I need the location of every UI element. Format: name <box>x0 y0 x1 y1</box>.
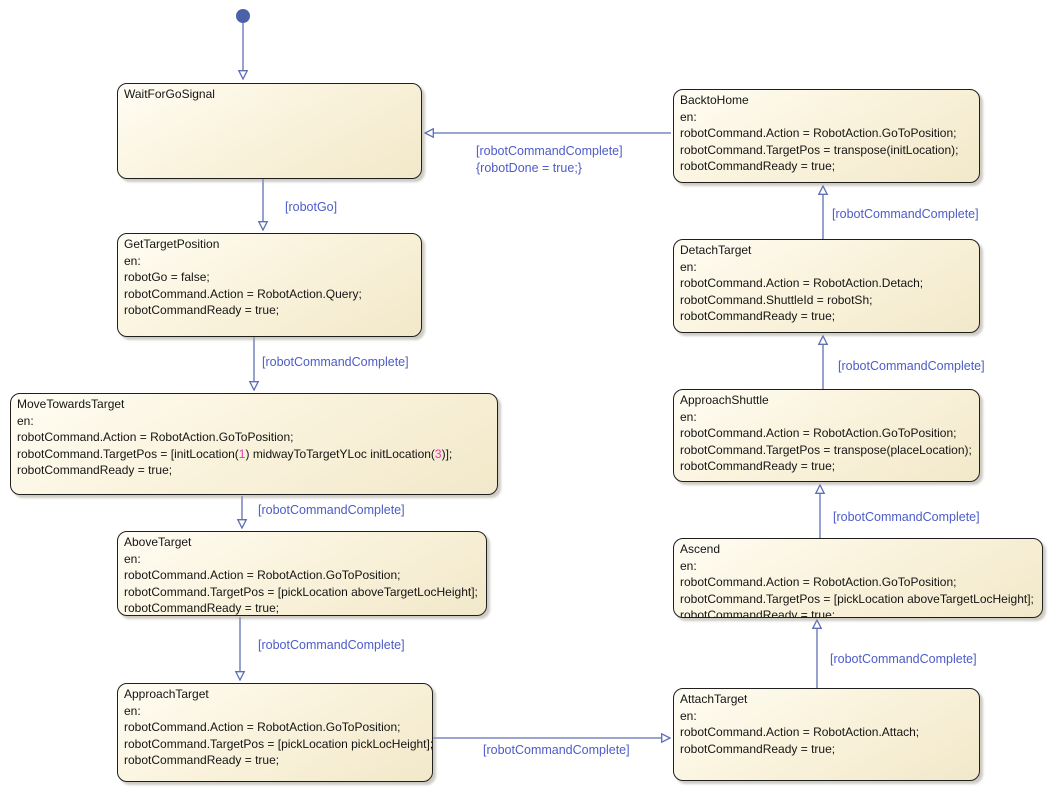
state-title: GetTargetPosition <box>124 237 220 251</box>
numeric-literal: 3 <box>434 446 442 461</box>
state-code-line: robotCommand.TargetPos = [initLocation(1… <box>17 446 453 461</box>
state-ascend[interactable]: Ascend en: robotCommand.Action = RobotAc… <box>673 538 1043 618</box>
state-code-line: en: <box>680 259 697 274</box>
transition-label[interactable]: [robotCommandComplete] <box>258 638 405 652</box>
state-title: BacktoHome <box>680 93 749 107</box>
state-code-line: robotCommandReady = true; <box>124 753 280 767</box>
state-code-line: robotCommand.Action = RobotAction.GoToPo… <box>124 720 401 734</box>
state-code-line: robotGo = false; <box>124 270 210 284</box>
state-code-line: en: <box>680 708 697 723</box>
state-approachshuttle[interactable]: ApproachShuttle en: robotCommand.Action … <box>673 389 980 482</box>
state-waitforgosignal[interactable]: WaitForGoSignal <box>117 83 422 179</box>
state-title: MoveTowardsTarget <box>17 397 125 411</box>
state-code-line: robotCommand.ShuttleId = robotSh; <box>680 292 873 307</box>
state-code-line: en: <box>17 413 34 428</box>
state-code-line: robotCommand.Action = RobotAction.GoToPo… <box>680 575 957 589</box>
state-code-line: robotCommandReady = true; <box>124 303 280 317</box>
state-movetowardstarget[interactable]: MoveTowardsTarget en: robotCommand.Actio… <box>10 393 498 495</box>
state-code-line: robotCommandReady = true; <box>680 741 836 756</box>
state-title: AttachTarget <box>680 692 748 706</box>
state-code-line: en: <box>680 109 697 124</box>
state-code-line: robotCommandReady = true; <box>17 463 173 477</box>
state-code-line: robotCommand.Action = RobotAction.GoToPo… <box>124 568 401 582</box>
transition-label[interactable]: [robotCommandComplete] <box>258 503 405 517</box>
state-code-line: robotCommand.TargetPos = transpose(initL… <box>680 142 959 157</box>
state-code-line: robotCommandReady = true; <box>124 601 280 615</box>
state-code-line: en: <box>124 703 141 718</box>
state-code-line: robotCommand.TargetPos = [pickLocation a… <box>680 591 1034 606</box>
numeric-literal: 1 <box>238 446 246 461</box>
transition-label[interactable]: [robotCommandComplete] <box>833 510 980 524</box>
state-detachtarget[interactable]: DetachTarget en: robotCommand.Action = R… <box>673 239 980 333</box>
state-code-line: robotCommand.Action = RobotAction.GoToPo… <box>680 126 957 140</box>
state-approachtarget[interactable]: ApproachTarget en: robotCommand.Action =… <box>117 683 433 782</box>
transition-label[interactable]: [robotCommandComplete] <box>832 207 979 221</box>
state-code-line: robotCommand.TargetPos = transpose(place… <box>680 442 972 457</box>
state-title: ApproachTarget <box>124 687 209 701</box>
state-code-line: robotCommand.Action = RobotAction.Detach… <box>680 276 924 290</box>
transition-label[interactable]: [robotCommandComplete] <box>830 652 977 666</box>
state-title: ApproachShuttle <box>680 393 769 407</box>
state-gettargetposition[interactable]: GetTargetPosition en: robotGo = false; r… <box>117 233 422 337</box>
state-code-line: en: <box>124 253 141 268</box>
initial-state-dot[interactable] <box>236 9 250 23</box>
state-code-line: en: <box>680 409 697 424</box>
state-code-line: robotCommandReady = true; <box>680 309 836 323</box>
state-title: DetachTarget <box>680 243 752 257</box>
state-code-line: robotCommand.Action = RobotAction.GoToPo… <box>17 430 294 444</box>
state-code-line: robotCommand.TargetPos = [pickLocation a… <box>124 584 478 599</box>
state-code-line: en: <box>124 551 141 566</box>
transition-condition: [robotCommandComplete] <box>476 144 623 158</box>
transition-label-with-action[interactable]: [robotCommandComplete] {robotDone = true… <box>476 143 623 177</box>
state-code-line: robotCommand.Action = RobotAction.Attach… <box>680 725 920 739</box>
state-code-line: en: <box>680 558 697 573</box>
state-title: WaitForGoSignal <box>124 87 215 101</box>
state-attachtarget[interactable]: AttachTarget en: robotCommand.Action = R… <box>673 688 980 781</box>
state-code-line: robotCommand.Action = RobotAction.Query; <box>124 286 362 301</box>
transition-action: {robotDone = true;} <box>476 161 582 175</box>
state-backtohome[interactable]: BacktoHome en: robotCommand.Action = Rob… <box>673 89 980 183</box>
transition-label[interactable]: [robotCommandComplete] <box>262 355 409 369</box>
state-code-line: robotCommandReady = true; <box>680 159 836 173</box>
state-code-line: robotCommandReady = true; <box>680 459 836 473</box>
state-abovetarget[interactable]: AboveTarget en: robotCommand.Action = Ro… <box>117 531 487 616</box>
state-title: AboveTarget <box>124 535 192 549</box>
transition-label[interactable]: [robotCommandComplete] <box>483 743 630 757</box>
state-code-line: robotCommand.TargetPos = [pickLocation p… <box>124 736 433 751</box>
state-title: Ascend <box>680 542 721 556</box>
state-code-line: robotCommand.Action = RobotAction.GoToPo… <box>680 426 957 440</box>
state-code-line: robotCommandReady = true; <box>680 608 836 618</box>
transition-label[interactable]: [robotCommandComplete] <box>838 359 985 373</box>
transition-label-robotgo[interactable]: [robotGo] <box>285 200 338 214</box>
